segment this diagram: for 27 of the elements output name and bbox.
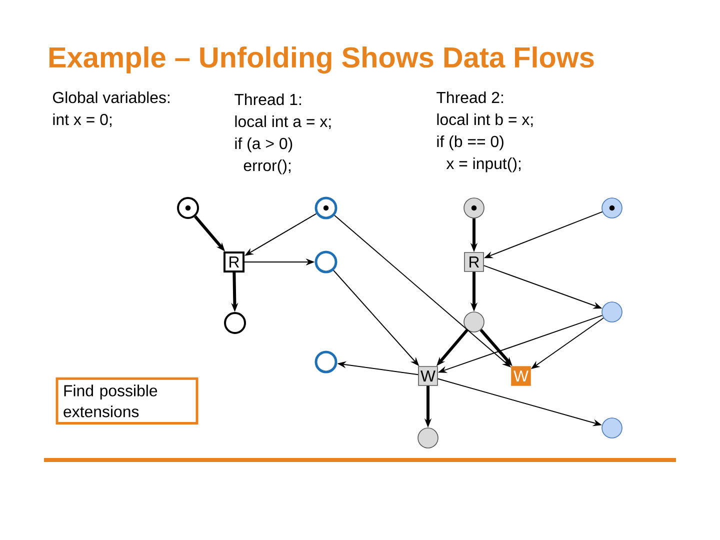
start-state-circle [602, 198, 622, 218]
note-box: Find possible extensions [56, 377, 198, 425]
code-line: local int b = x; [437, 113, 533, 128]
operation-box: W [418, 366, 438, 386]
state-circle [314, 250, 338, 274]
operation-box: W [511, 366, 531, 386]
start-state-circle [177, 197, 199, 219]
operation-box: R [464, 252, 484, 272]
state-circle [602, 418, 622, 438]
code-line: Thread 1: [234, 93, 301, 106]
state-circle [314, 350, 338, 374]
code-line: local int a = x; [235, 115, 331, 130]
start-state-circle [464, 198, 484, 218]
code-line: Thread 2: [436, 91, 503, 104]
code-line: x = input(); [446, 157, 520, 172]
state-circle [602, 302, 622, 322]
state-circle [418, 428, 438, 448]
code-line: if (b == 0) [437, 135, 504, 150]
code-line: int x = 0; [53, 113, 112, 128]
code-line: Global variables: [53, 91, 170, 104]
state-circle [224, 312, 246, 334]
start-state-circle [314, 196, 338, 220]
code-line: error(); [244, 159, 290, 174]
code-line: if (a > 0) [235, 137, 292, 152]
operation-box: R [224, 252, 244, 272]
slide-title: Example – Unfolding Shows Data Flows [49, 46, 594, 74]
state-circle [464, 312, 484, 332]
